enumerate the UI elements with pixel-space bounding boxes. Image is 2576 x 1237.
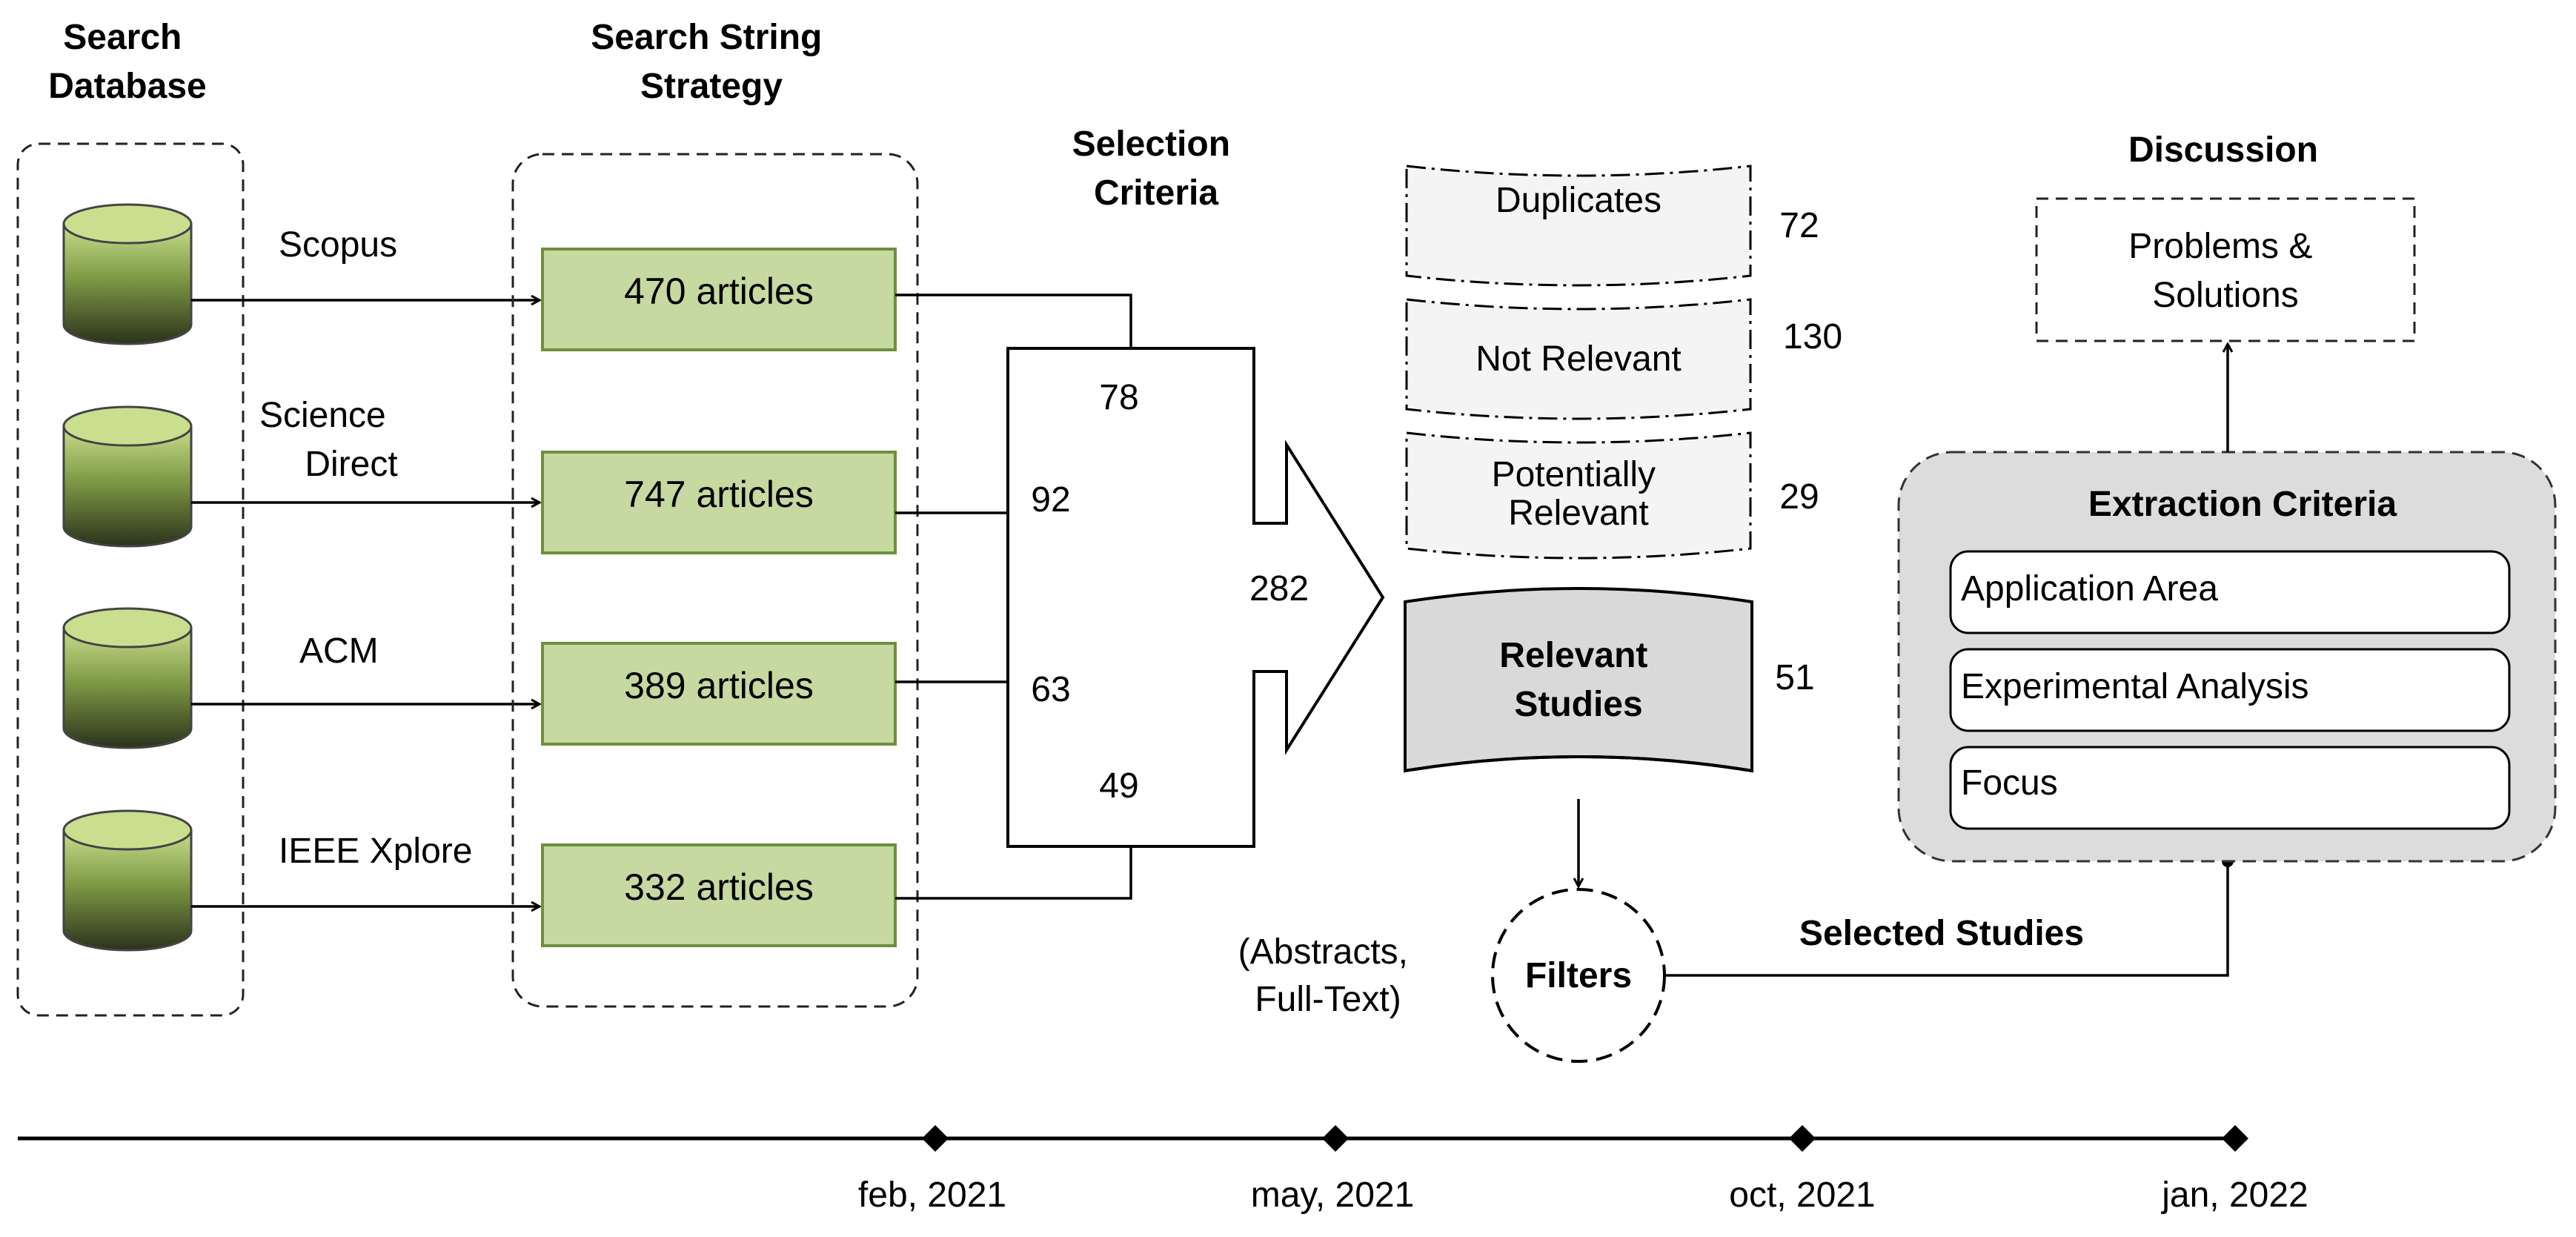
relevant-studies-count: 51 [1775, 658, 1814, 697]
extraction-item-focus: Focus [1949, 746, 2511, 830]
filters-label: Filters [1525, 956, 1632, 995]
not-relevant-label: Not Relevant [1475, 339, 1681, 379]
connector-scopus [895, 294, 1132, 348]
not-relevant-shape: Not Relevant [1405, 298, 1752, 420]
potentially-relevant-label: Potentially Relevant [1492, 455, 1666, 533]
database-label-acm: ACM [299, 631, 379, 671]
timeline-marker-jan-2022 [2222, 1125, 2248, 1152]
science-direct-database-icon [62, 405, 193, 548]
connector-ieee-xplore [895, 846, 1132, 900]
search-database-heading: Search Database [48, 18, 206, 106]
extraction-item-label: Application Area [1961, 569, 2218, 608]
ieee-xplore-database-icon [62, 809, 193, 952]
extraction-item-label: Focus [1961, 763, 2058, 803]
duplicates-shape: Duplicates [1405, 165, 1752, 287]
timeline-label-may-2021: may, 2021 [1251, 1175, 1415, 1215]
problems-solutions-box [2035, 197, 2416, 342]
extraction-item-experimental-analysis: Experimental Analysis [1949, 648, 2511, 732]
relevant-studies-shape: Relevant Studies [1404, 587, 1753, 773]
articles-box-science-direct: 747 articles [541, 451, 897, 554]
timeline-label-feb-2021: feb, 2021 [858, 1175, 1006, 1215]
potentially-relevant-count: 29 [1779, 477, 1819, 517]
extraction-item-label: Experimental Analysis [1961, 667, 2309, 706]
selected-total: 282 [1249, 569, 1309, 608]
articles-count-ieee-xplore: 332 articles [624, 866, 814, 908]
duplicates-label: Duplicates [1496, 181, 1662, 220]
timeline-marker-may-2021 [1322, 1125, 1349, 1152]
search-string-strategy-heading: Search String Strategy [591, 18, 831, 106]
extraction-criteria-title: Extraction Criteria [2088, 485, 2397, 524]
discussion-heading: Discussion [2128, 130, 2318, 170]
relevant-studies-label: Relevant Studies [1499, 636, 1657, 724]
selected-studies-connector [1664, 861, 2229, 977]
articles-box-scopus: 470 articles [541, 248, 897, 351]
selection-criteria-heading: Selection Criteria [1072, 125, 1241, 213]
timeline-label-jan-2022: jan, 2022 [2160, 1175, 2308, 1215]
articles-box-acm: 389 articles [541, 642, 897, 746]
articles-count-scopus: 470 articles [624, 271, 814, 312]
extraction-item-application-area: Application Area [1949, 550, 2511, 634]
selected-count-acm: 63 [1031, 670, 1070, 709]
selected-studies-label: Selected Studies [1799, 914, 2084, 953]
potentially-relevant-shape: Potentially Relevant [1405, 431, 1752, 560]
filters-note: (Abstracts, Full-Text) [1238, 932, 1418, 1019]
selected-count-science-direct: 92 [1031, 480, 1070, 520]
database-label-science-direct: Science Direct [259, 396, 398, 484]
acm-database-icon [62, 607, 193, 749]
timeline-marker-oct-2021 [1789, 1125, 1816, 1152]
selected-count-ieee-xplore: 49 [1099, 766, 1138, 806]
articles-count-science-direct: 747 articles [624, 474, 814, 515]
articles-count-acm: 389 articles [624, 665, 814, 706]
database-label-scopus: Scopus [279, 225, 397, 265]
database-label-ieee-xplore: IEEE Xplore [279, 832, 472, 871]
not-relevant-count: 130 [1783, 317, 1842, 356]
scopus-database-icon [62, 203, 193, 345]
articles-box-ieee-xplore: 332 articles [541, 843, 897, 947]
timeline-marker-feb-2021 [922, 1125, 949, 1152]
problems-solutions-label: Problems & Solutions [2128, 227, 2322, 315]
duplicates-count: 72 [1779, 206, 1819, 245]
selection-criteria-arrow [1006, 347, 1385, 848]
timeline-label-oct-2021: oct, 2021 [1729, 1175, 1875, 1215]
selected-count-scopus: 78 [1099, 378, 1138, 417]
